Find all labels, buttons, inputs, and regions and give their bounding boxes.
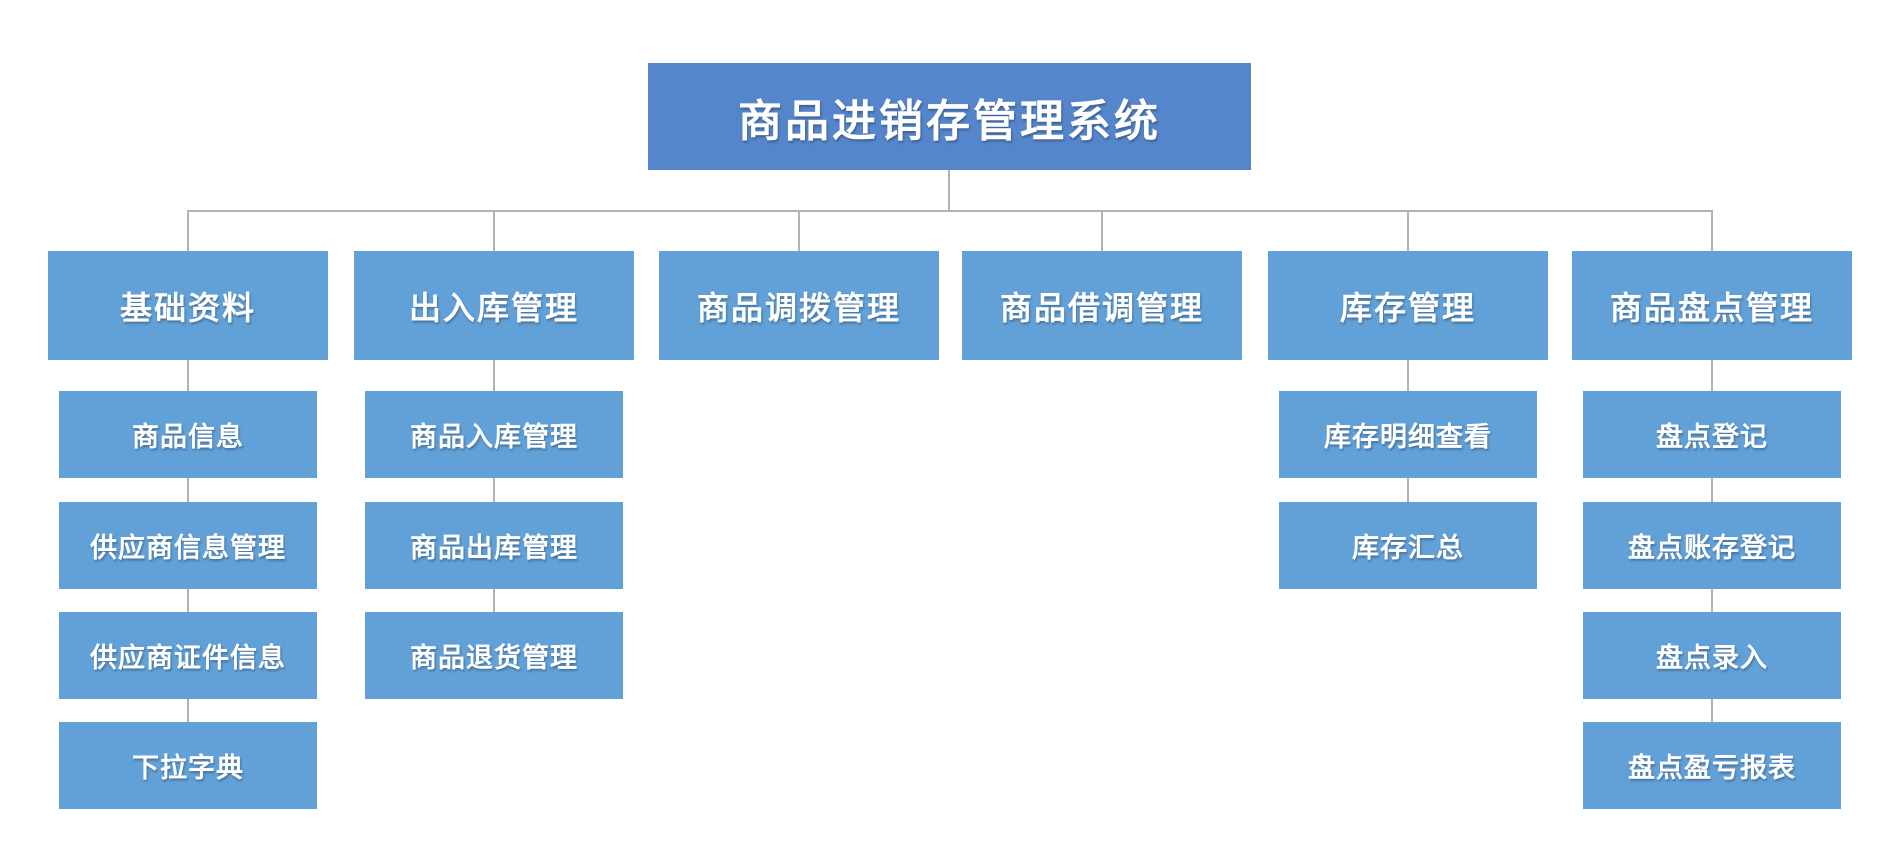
connector-branch-stub	[1101, 210, 1103, 251]
connector-col5	[1407, 478, 1409, 502]
connector-col1	[187, 360, 189, 391]
connector-branch-stub	[1407, 210, 1409, 251]
connector-col1	[187, 589, 189, 612]
connector-col6	[1711, 589, 1713, 612]
leaf-node-dropdown-dictionary: 下拉字典	[59, 722, 317, 809]
branch-node-basic-data: 基础资料	[48, 251, 328, 360]
branch-node-stocktaking-mgmt: 商品盘点管理	[1572, 251, 1852, 360]
connector-branch-stub	[187, 210, 189, 251]
leaf-node-stocktake-registration: 盘点登记	[1583, 391, 1841, 478]
leaf-node-goods-inbound-mgmt: 商品入库管理	[365, 391, 623, 478]
branch-node-goods-allocation: 商品调拨管理	[659, 251, 939, 360]
connector-col1	[187, 699, 189, 722]
leaf-node-goods-outbound-mgmt: 商品出库管理	[365, 502, 623, 589]
root-node: 商品进销存管理系统	[648, 63, 1251, 170]
connector-col2	[493, 589, 495, 612]
leaf-node-goods-return-mgmt: 商品退货管理	[365, 612, 623, 699]
connector-col6	[1711, 699, 1713, 722]
leaf-node-supplier-info-mgmt: 供应商信息管理	[59, 502, 317, 589]
connector-col6	[1711, 478, 1713, 502]
leaf-node-inventory-summary: 库存汇总	[1279, 502, 1537, 589]
leaf-node-stocktake-entry: 盘点录入	[1583, 612, 1841, 699]
connector-col2	[493, 478, 495, 502]
connector-root-stub	[948, 170, 950, 210]
leaf-node-stocktake-profit-loss-report: 盘点盈亏报表	[1583, 722, 1841, 809]
leaf-node-inventory-detail-view: 库存明细查看	[1279, 391, 1537, 478]
connector-col1	[187, 478, 189, 502]
branch-node-in-out-warehouse: 出入库管理	[354, 251, 634, 360]
connector-col5	[1407, 360, 1409, 391]
leaf-node-goods-info: 商品信息	[59, 391, 317, 478]
leaf-node-stocktake-book-balance: 盘点账存登记	[1583, 502, 1841, 589]
connector-col2	[493, 360, 495, 391]
leaf-node-supplier-cert-info: 供应商证件信息	[59, 612, 317, 699]
connector-rail	[187, 210, 1713, 212]
connector-col6	[1711, 360, 1713, 391]
connector-branch-stub	[493, 210, 495, 251]
branch-node-inventory-mgmt: 库存管理	[1268, 251, 1548, 360]
connector-branch-stub	[798, 210, 800, 251]
connector-branch-stub	[1711, 210, 1713, 251]
branch-node-goods-borrow: 商品借调管理	[962, 251, 1242, 360]
